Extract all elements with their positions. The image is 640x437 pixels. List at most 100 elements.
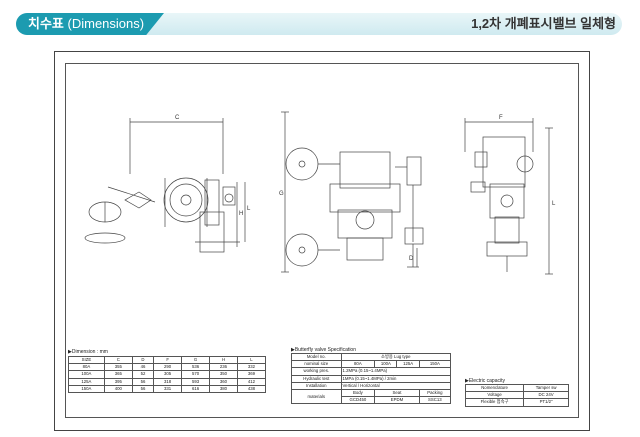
label-d: D [409,256,414,262]
dimension-table: SIZE C D F G H L 80A 355 46 290 536 236 … [68,355,267,393]
table-cell: 56 [131,377,155,386]
spec-value: Packing [418,388,452,398]
spec-label: nominal size [291,360,342,369]
table-cell: 80A [68,363,105,372]
butterfly-spec-table: Model no. 소방용 Lug type nominal size 80A … [291,352,452,405]
table-row: 100A 365 52 305 570 350 369 [68,370,267,379]
table-header: SIZE [68,355,105,365]
table-cell: 380 [209,384,238,393]
right-view-drawing [464,118,553,275]
table-cell: 536 [181,363,211,372]
table-cell: 365 [103,370,133,379]
table-cell: 52 [131,370,155,379]
table-row: SIZE C D F G H L [68,355,267,365]
spec-label: Model no. [291,352,342,362]
table-cell: 318 [153,377,183,386]
table-row: 150A 400 56 331 616 380 438 [68,384,267,393]
section-title-en: (Dimensions) [67,16,145,31]
spec-value: Body [340,388,376,398]
table-row: Installation Vertical / Horizontal [291,381,452,390]
table-cell: 369 [236,370,267,379]
table-header: D [131,355,155,365]
table-row: 80A 355 46 290 536 236 332 [68,363,267,372]
table-cell: 125A [68,377,105,386]
spec-label: materials [291,388,342,405]
drawing-sheet: C H L G D F L ▶Dimension : mm SIZE C D F… [54,51,590,431]
label-g: G [279,191,284,197]
table-row: nominal size 80A 100A 125A 150A [291,360,452,369]
table-header: G [181,355,211,365]
butterfly-spec-title: ▶Butterfly valve Specification [291,347,356,353]
table-row: Model no. 소방용 Lug type [291,352,452,362]
header-bar: 치수표 (Dimensions) 1,2차 개폐표시밸브 일체형 [0,11,640,39]
label-f: F [499,115,503,121]
section-title-ko: 치수표 [28,16,64,31]
table-cell: 350 [209,370,238,379]
table-row: materials Body Seat Packing [291,388,452,405]
spec-value: 1.2MPa (0.15~1.4MPa) [340,367,452,376]
table-cell: 331 [153,384,183,393]
spec-value: GCD450 [340,396,376,405]
spec-value: 소방용 Lug type [340,352,452,362]
table-cell: 150A [68,384,105,393]
table-cell: 305 [153,370,183,379]
spec-value: Vertical / Horizontal [340,381,452,390]
technical-drawing: C H L G D F L [84,111,556,275]
electric-spec-title: ▶Electric capacity [465,378,505,384]
table-header: L [236,355,267,365]
table-header: H [209,355,238,365]
table-cell: 593 [181,377,211,386]
label-l2: L [552,201,556,207]
table-header: F [153,355,183,365]
table-cell: 438 [236,384,267,393]
spec-value: 1MPa (0.15~1.4MPa) / 2min [340,374,452,383]
spec-label: Installation [291,381,342,390]
table-cell: 46 [131,363,155,372]
spec-value: PT1/2" [523,398,569,407]
table-cell: 332 [236,363,267,372]
table-row: Nomenclature Tamper sw [464,383,569,393]
spec-value: DC 24V [523,391,569,400]
table-cell: 56 [131,384,155,393]
electric-spec-table: Nomenclature Tamper sw Voltage DC 24V Fl… [464,383,569,407]
table-cell: 360 [209,377,238,386]
table-row: working pres. 1.2MPa (0.15~1.4MPa) [291,367,452,376]
table-cell: 616 [181,384,211,393]
drawing-frame [65,63,579,418]
spec-value: 100A [374,360,398,369]
spec-label: Nomenclature [464,383,525,393]
table-row: Flexible 접속구 PT1/2" [464,398,569,407]
spec-value: 125A [396,360,420,369]
table-cell: 395 [103,377,133,386]
section-title: 치수표 (Dimensions) [16,13,164,35]
spec-value: Tamper sw [523,383,569,393]
table-cell: 412 [236,377,267,386]
spec-value: 150A [418,360,452,369]
label-l: L [247,206,251,212]
label-h: H [239,211,243,217]
dimension-table-title: ▶Dimension : mm [68,349,108,355]
spec-label: working pres. [291,367,342,376]
table-row: Hydraulic test 1MPa (0.15~1.4MPa) / 2min [291,374,452,383]
table-row: 125A 395 56 318 593 360 412 [68,377,267,386]
table-row: GCD450 EPDM SSC13 [292,396,452,405]
table-cell: 570 [181,370,211,379]
center-view-drawing [281,111,424,273]
table-cell: 355 [103,363,133,372]
spec-value: SSC13 [418,396,452,405]
spec-label: Hydraulic test [291,374,342,383]
spec-label: Voltage [464,391,525,400]
label-c: C [175,115,180,121]
table-header: C [103,355,133,365]
table-cell: 400 [103,384,133,393]
table-cell: 290 [153,363,183,372]
spec-value: 80A [340,360,376,369]
table-cell: 100A [68,370,105,379]
spec-value: Seat [374,388,420,398]
header-pill [16,13,622,35]
table-cell: 236 [209,363,238,372]
spec-value: EPDM [374,396,420,405]
table-row: Voltage DC 24V [464,391,569,400]
spec-label: Flexible 접속구 [464,398,525,407]
product-name: 1,2차 개폐표시밸브 일체형 [471,16,616,31]
